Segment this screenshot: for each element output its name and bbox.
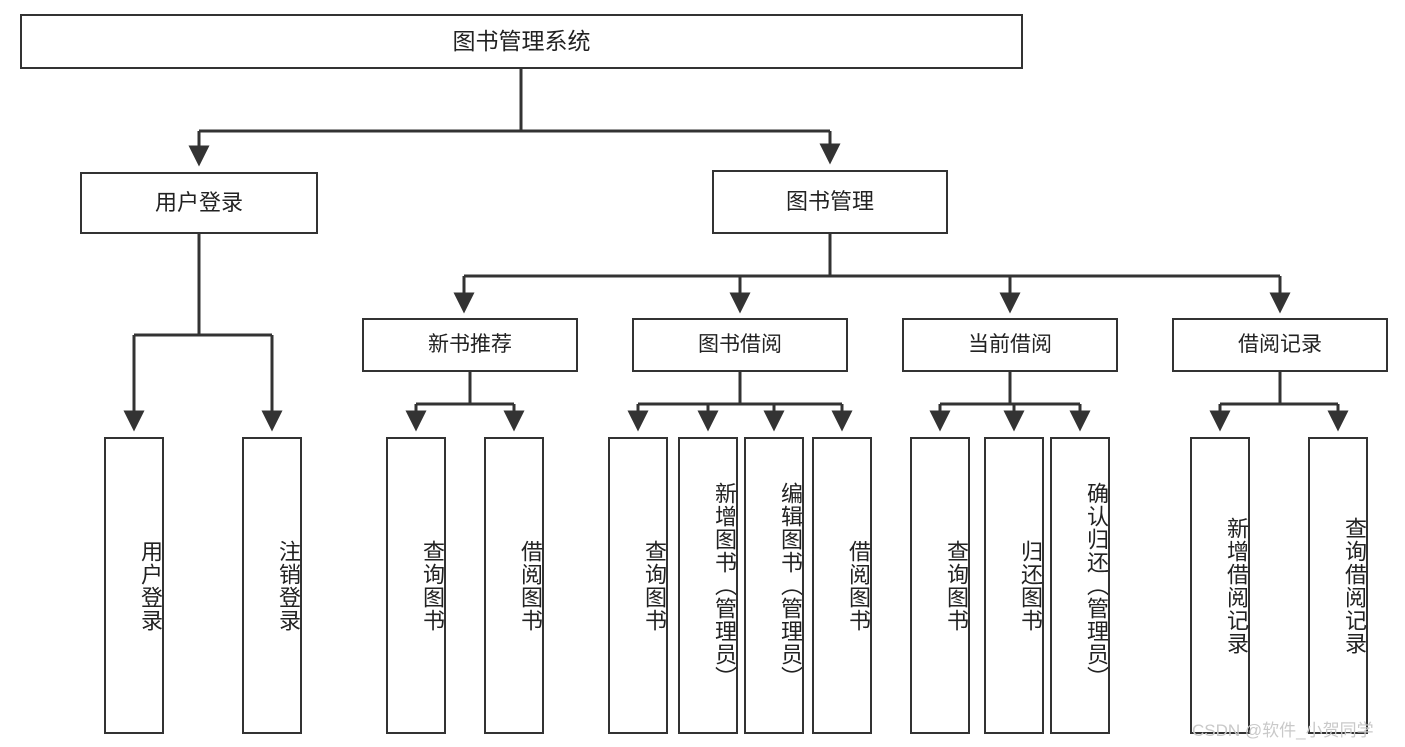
node-leaf-edit-book[interactable]: 编辑图书（管理员） — [744, 437, 804, 734]
node-leaf-borrow-book-1[interactable]: 借阅图书 — [484, 437, 544, 734]
node-book-borrow[interactable]: 图书借阅 — [632, 318, 848, 372]
node-leaf-user-login[interactable]: 用户登录 — [104, 437, 164, 734]
node-leaf-add-record[interactable]: 新增借阅记录 — [1190, 437, 1250, 734]
node-leaf-query-record[interactable]: 查询借阅记录 — [1308, 437, 1368, 734]
node-leaf-confirm-return[interactable]: 确认归还（管理员） — [1050, 437, 1110, 734]
node-root-system[interactable]: 图书管理系统 — [20, 14, 1023, 69]
node-book-management[interactable]: 图书管理 — [712, 170, 948, 234]
node-leaf-add-book[interactable]: 新增图书（管理员） — [678, 437, 738, 734]
node-current-borrow[interactable]: 当前借阅 — [902, 318, 1118, 372]
node-user-login[interactable]: 用户登录 — [80, 172, 318, 234]
node-borrow-record[interactable]: 借阅记录 — [1172, 318, 1388, 372]
node-leaf-return-book[interactable]: 归还图书 — [984, 437, 1044, 734]
watermark-credit: CSDN @软件_小贺同学 — [1192, 721, 1374, 740]
node-leaf-query-book-1[interactable]: 查询图书 — [386, 437, 446, 734]
node-leaf-logout[interactable]: 注销登录 — [242, 437, 302, 734]
node-leaf-query-book-2[interactable]: 查询图书 — [608, 437, 668, 734]
node-leaf-borrow-book-2[interactable]: 借阅图书 — [812, 437, 872, 734]
node-new-book-recommend[interactable]: 新书推荐 — [362, 318, 578, 372]
node-leaf-query-book-3[interactable]: 查询图书 — [910, 437, 970, 734]
